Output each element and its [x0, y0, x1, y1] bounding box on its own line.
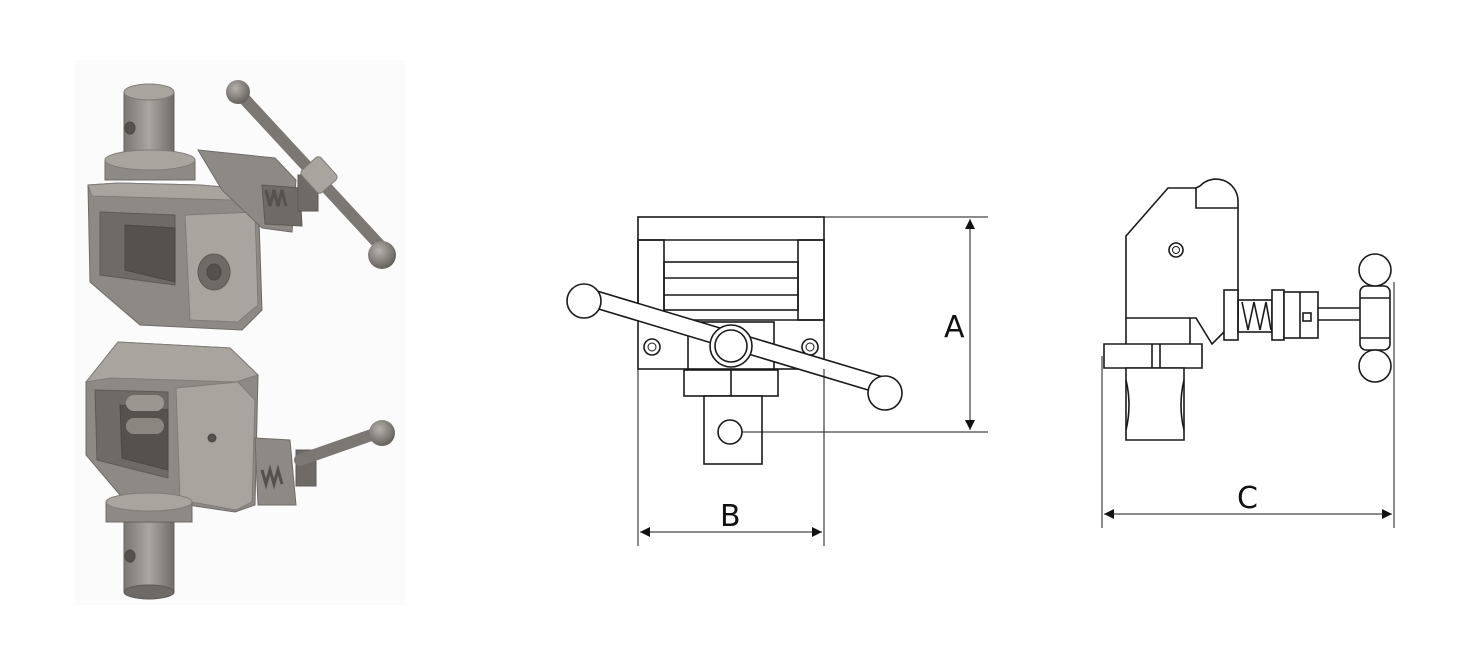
upper-grip-render [87, 80, 396, 331]
spring-drawing [1237, 299, 1273, 333]
lower-grip-render [84, 341, 395, 600]
inner-roller-render [126, 395, 164, 434]
handle-end-drawing [1358, 253, 1392, 383]
dimension-a: A [742, 216, 988, 433]
dimension-b: B [637, 369, 825, 546]
side-view-drawing: C [1101, 178, 1395, 528]
dimension-a-label: A [944, 310, 965, 345]
dimension-c: C [1101, 282, 1395, 528]
dimension-c-label: C [1237, 481, 1258, 516]
dimension-b-label: B [720, 499, 741, 534]
grip-3d-render [75, 60, 405, 605]
front-view-drawing: A B [566, 216, 988, 546]
